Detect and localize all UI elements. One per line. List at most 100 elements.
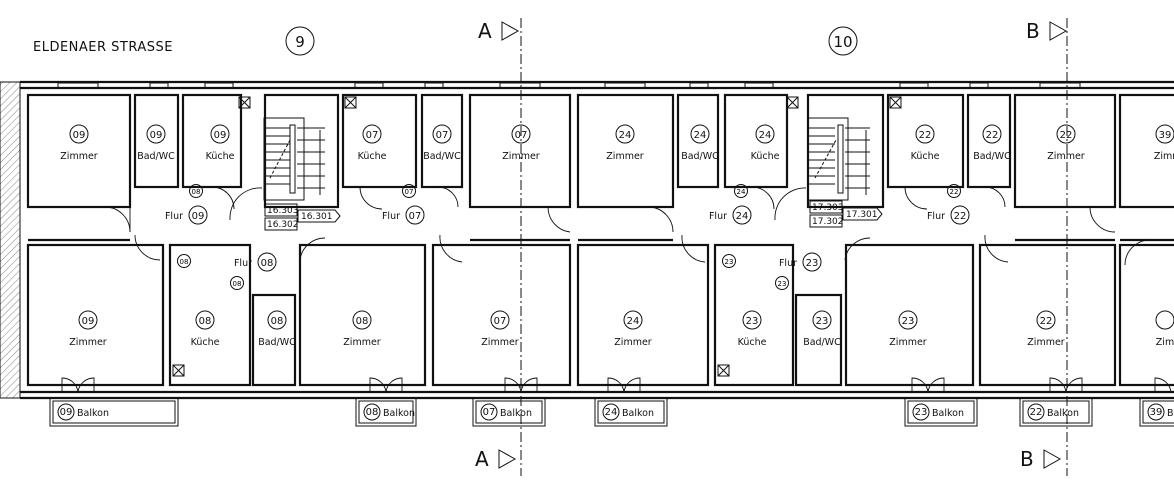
small-room-tag: 07 bbox=[402, 184, 416, 198]
flur-number: 22 bbox=[954, 211, 967, 222]
room-name: Zimmer bbox=[1027, 337, 1065, 348]
room-number: 24 bbox=[694, 130, 707, 141]
small-room-tag: 23 bbox=[722, 254, 736, 268]
room-number: 07 bbox=[366, 130, 379, 141]
room-name: Küche bbox=[191, 337, 220, 348]
svg-text:08: 08 bbox=[180, 258, 189, 266]
small-room-tag: 08 bbox=[230, 276, 244, 290]
level-17301: 17.301 bbox=[846, 210, 878, 220]
level-16301: 16.301 bbox=[301, 212, 333, 222]
balcony-number: 07 bbox=[483, 407, 496, 418]
balcony-name: Balkon bbox=[1047, 408, 1079, 419]
room-name: Zimmer bbox=[614, 337, 652, 348]
room-name: Küche bbox=[738, 337, 767, 348]
svg-text:A: A bbox=[478, 19, 492, 43]
balcony-number: 23 bbox=[915, 407, 928, 418]
flur-name: Flur bbox=[927, 211, 945, 222]
flur-label-f4: Flur 22 bbox=[927, 205, 970, 225]
flur-number: 09 bbox=[192, 211, 205, 222]
room-name: Zimmer bbox=[889, 337, 927, 348]
room-number: 07 bbox=[515, 130, 528, 141]
level-16303: 16.303 bbox=[267, 206, 299, 216]
balcony-number: 24 bbox=[605, 407, 618, 418]
flur-name: Flur bbox=[709, 211, 727, 222]
room-number: 07 bbox=[436, 130, 449, 141]
windows-top bbox=[57, 82, 1081, 89]
stairwell-9 bbox=[263, 117, 325, 201]
shafts bbox=[172, 96, 902, 377]
room-number: 22 bbox=[1040, 316, 1053, 327]
room-number: 08 bbox=[271, 316, 284, 327]
room-name: Bad/WC bbox=[258, 337, 296, 348]
small-room-tag: 24 bbox=[734, 184, 748, 198]
room-walls-bottom bbox=[26, 243, 1174, 387]
room-name: Zimmer bbox=[343, 337, 381, 348]
level-17303: 17.303 bbox=[812, 203, 844, 213]
flur-number: 07 bbox=[409, 211, 422, 222]
room-name: Bad/WC bbox=[803, 337, 841, 348]
room-name: Küche bbox=[358, 151, 387, 162]
svg-text:23: 23 bbox=[725, 258, 734, 266]
room-number: 08 bbox=[199, 316, 212, 327]
room-number: 08 bbox=[356, 316, 369, 327]
room-name: Küche bbox=[751, 151, 780, 162]
room-number: 23 bbox=[902, 316, 915, 327]
balcony-number: 39 bbox=[1150, 407, 1163, 418]
room-number: 09 bbox=[150, 130, 163, 141]
room-name: Bad/WC bbox=[973, 151, 1011, 162]
level-17302: 17.302 bbox=[812, 217, 844, 227]
room-name: Küche bbox=[206, 151, 235, 162]
house-number-9: 9 bbox=[285, 26, 315, 56]
section-marker-a-bottom: A bbox=[475, 447, 517, 471]
room-name: Bad/WC bbox=[137, 151, 175, 162]
svg-text:22: 22 bbox=[950, 188, 959, 196]
svg-text:07: 07 bbox=[405, 188, 414, 196]
flur-name: Flur bbox=[779, 258, 797, 269]
flur-number: 23 bbox=[806, 258, 819, 269]
room-name: Bad/WC bbox=[423, 151, 461, 162]
flur-name: Flur bbox=[165, 211, 183, 222]
balcony-name: Balkon bbox=[77, 408, 109, 419]
room-name: Zimr bbox=[1154, 151, 1174, 162]
flur-number: 08 bbox=[261, 258, 274, 269]
svg-text:A: A bbox=[475, 447, 489, 471]
svg-text:B: B bbox=[1026, 19, 1040, 43]
room-number: 24 bbox=[627, 316, 640, 327]
flur-name: Flur bbox=[234, 258, 252, 269]
room-name: Zimmer bbox=[481, 337, 519, 348]
level-16302: 16.302 bbox=[267, 220, 299, 230]
room-name: Zim bbox=[1156, 337, 1174, 348]
small-room-tag: 08 bbox=[189, 184, 203, 198]
room-number: 22 bbox=[986, 130, 999, 141]
small-room-tag: 23 bbox=[775, 276, 789, 290]
svg-text:B: B bbox=[1020, 447, 1034, 471]
room-name: Zimmer bbox=[606, 151, 644, 162]
room-number: 39 bbox=[1159, 130, 1172, 141]
flur-label-f6: Flur 23 bbox=[779, 252, 822, 272]
room-number: 09 bbox=[214, 130, 227, 141]
street-name: ELDENAER STRASSE bbox=[33, 40, 173, 55]
balcony-name: Balkon bbox=[383, 408, 415, 419]
